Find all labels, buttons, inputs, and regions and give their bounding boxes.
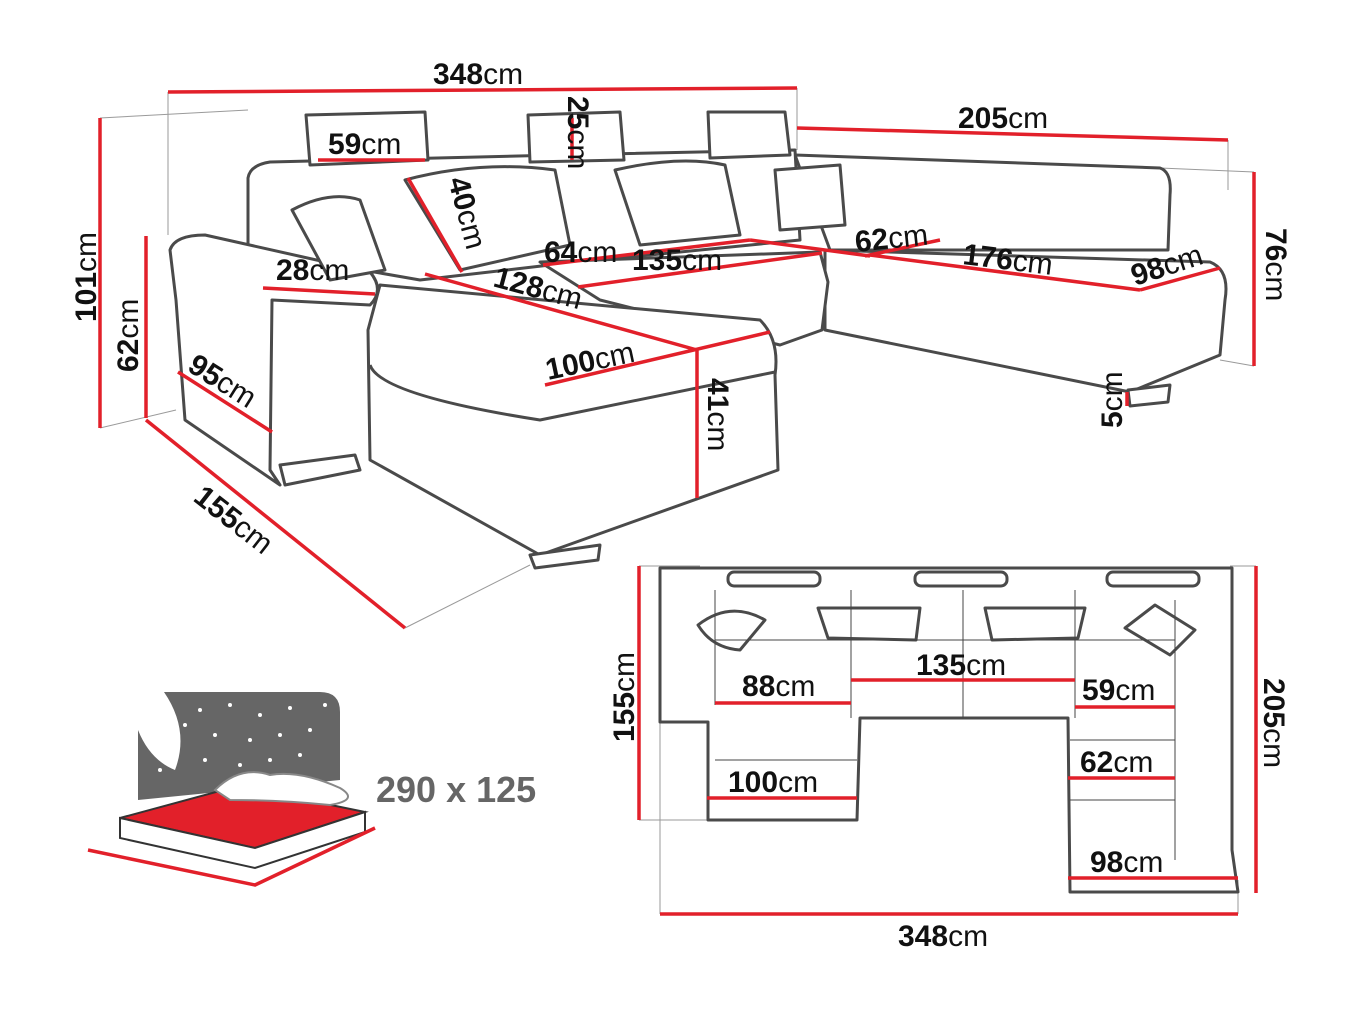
label-plan-middle: 135cm <box>916 649 1006 682</box>
label-height-arm: 62cm <box>112 299 145 372</box>
guide-lines <box>99 88 1255 629</box>
label-height-total: 101cm <box>70 232 103 322</box>
plan-dimension-lines <box>637 566 1258 916</box>
sofa-plan-drawing <box>639 565 1256 914</box>
sleeping-function-icon: 290 x 125 <box>87 692 536 887</box>
label-right-height: 76cm <box>1259 228 1292 301</box>
bed-size-label: 290 x 125 <box>376 769 536 810</box>
label-middle-width: 135cm <box>632 244 722 277</box>
label-headrest-height: 25cm <box>561 96 594 169</box>
label-leg-height: 5cm <box>1096 371 1129 428</box>
label-plan-total-width: 348cm <box>898 920 988 953</box>
label-seat-depth-middle: 64cm <box>544 236 617 269</box>
sofa-perspective-drawing <box>168 110 1228 570</box>
label-right-depth: 62cm <box>853 218 929 258</box>
label-plan-right-mid: 62cm <box>1080 746 1153 779</box>
label-plan-right-end: 98cm <box>1090 846 1163 879</box>
label-seat-height: 41cm <box>701 378 734 451</box>
label-plan-left-depth: 155cm <box>608 652 641 742</box>
label-width-right: 205cm <box>958 102 1048 135</box>
label-headrest-width: 59cm <box>328 128 401 161</box>
label-right-width: 176cm <box>961 238 1054 282</box>
label-arm-width: 28cm <box>276 254 349 287</box>
plan-labels: 155cm 88cm 135cm 59cm 62cm 100cm 98cm 20… <box>608 649 1290 953</box>
label-width-total: 348cm <box>433 58 523 91</box>
label-plan-left-chaise: 100cm <box>728 766 818 799</box>
perspective-dimension-lines <box>98 86 1256 630</box>
label-plan-left-seat: 88cm <box>742 670 815 703</box>
label-plan-right-seat: 59cm <box>1082 674 1155 707</box>
label-plan-right-depth: 205cm <box>1257 678 1290 768</box>
